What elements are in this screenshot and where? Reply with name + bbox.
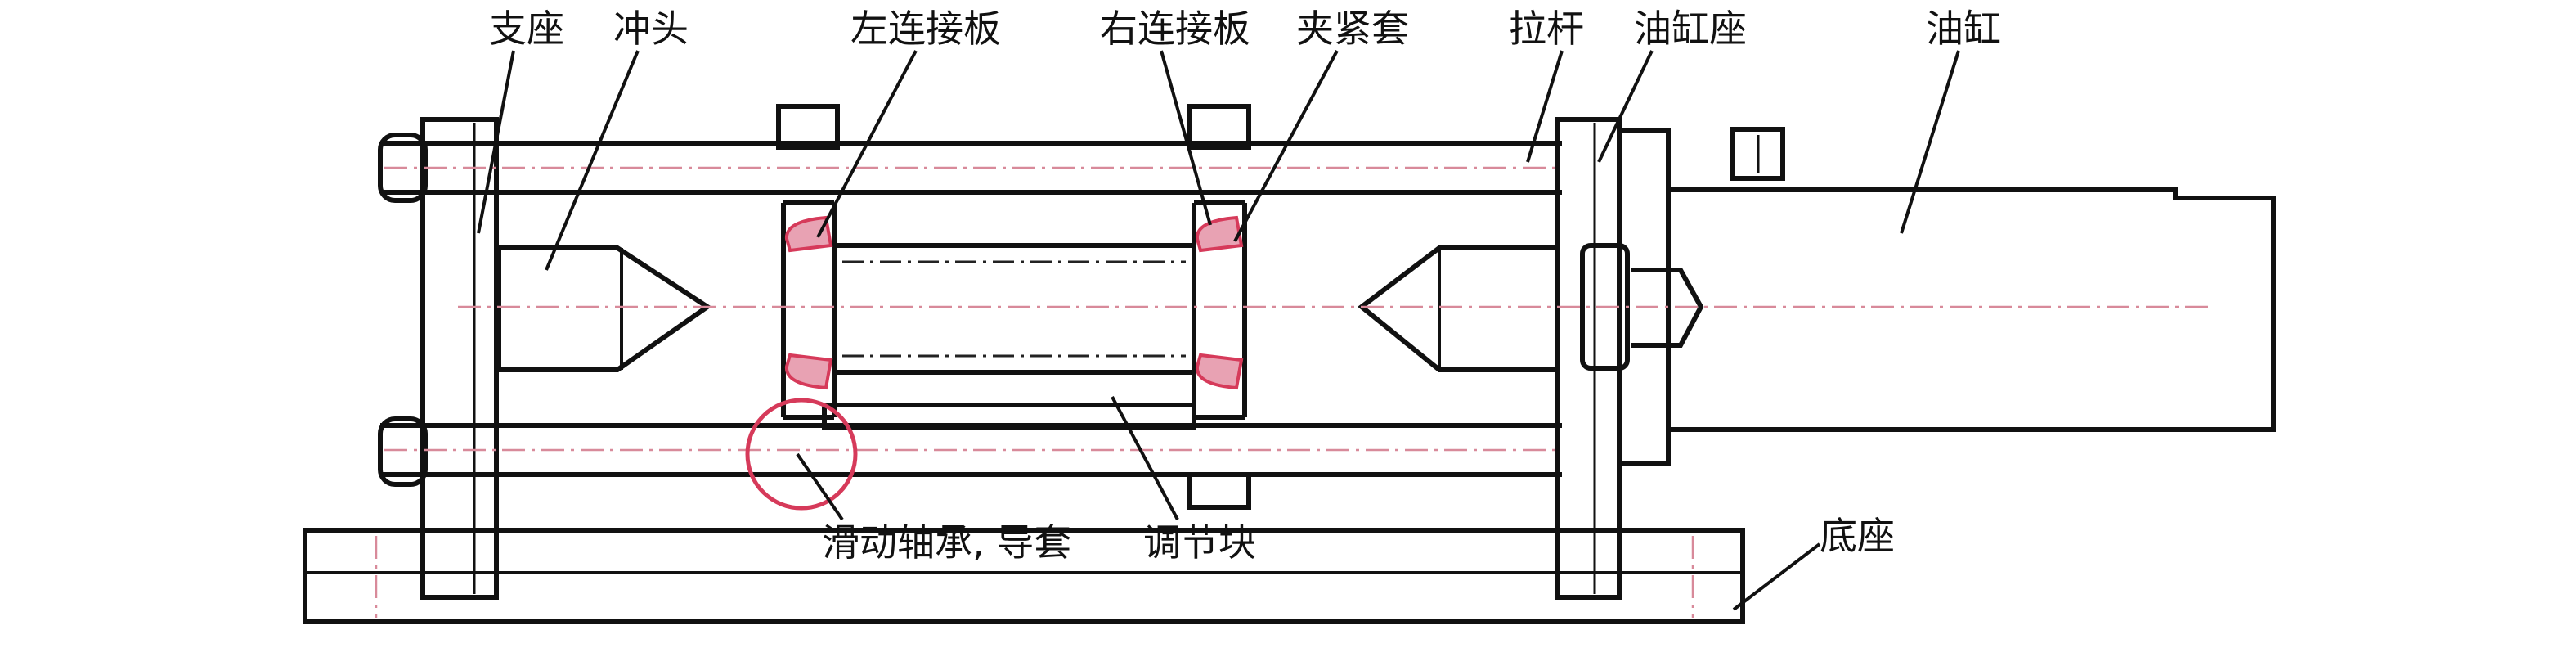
leader-punch (545, 50, 640, 271)
label-right-plate: 右连接板 (1100, 7, 1250, 51)
label-punch: 冲头 (613, 7, 689, 51)
leader-bearing-guide (796, 452, 844, 521)
leader-clamp-sleeve (1233, 50, 1339, 242)
adjust-block (822, 403, 1196, 430)
label-left-plate: 左连接板 (850, 7, 1001, 51)
leader-cylinder-seat (1597, 50, 1654, 163)
bearing-lr (1195, 353, 1244, 390)
label-cylinder: 油缸 (1926, 7, 2001, 51)
label-base: 底座 (1820, 514, 1895, 558)
label-adjust-block: 调节块 (1143, 520, 1256, 565)
nut-lower-left (378, 416, 428, 487)
base (303, 528, 1745, 624)
leader-support (477, 50, 515, 234)
leader-left-plate (816, 50, 918, 238)
right-plate (1187, 104, 1251, 510)
label-cylinder-seat: 油缸座 (1634, 7, 1747, 51)
leader-tie-rod (1526, 50, 1564, 163)
highlight-circle (745, 398, 858, 511)
leader-right-plate (1160, 50, 1212, 226)
cylinder-rod-end (1631, 268, 1704, 348)
label-bearing-guide: 滑动轴承, 导套 (822, 520, 1072, 565)
bearing-ur (1195, 215, 1244, 253)
label-clamp-sleeve: 夹紧套 (1296, 7, 1409, 51)
leader-base (1732, 542, 1821, 611)
bearing-ul (784, 215, 833, 253)
leader-cylinder (1900, 50, 1960, 234)
leader-adjust-block (1111, 396, 1179, 520)
label-tie-rod: 拉杆 (1509, 7, 1584, 51)
bearing-ll (784, 353, 833, 390)
cylinder-seat (1555, 117, 1671, 600)
label-support: 支座 (489, 7, 564, 51)
right-punch (1358, 245, 1560, 372)
workpiece (832, 243, 1194, 375)
left-punch (496, 245, 712, 372)
cylinder (1668, 127, 2276, 432)
